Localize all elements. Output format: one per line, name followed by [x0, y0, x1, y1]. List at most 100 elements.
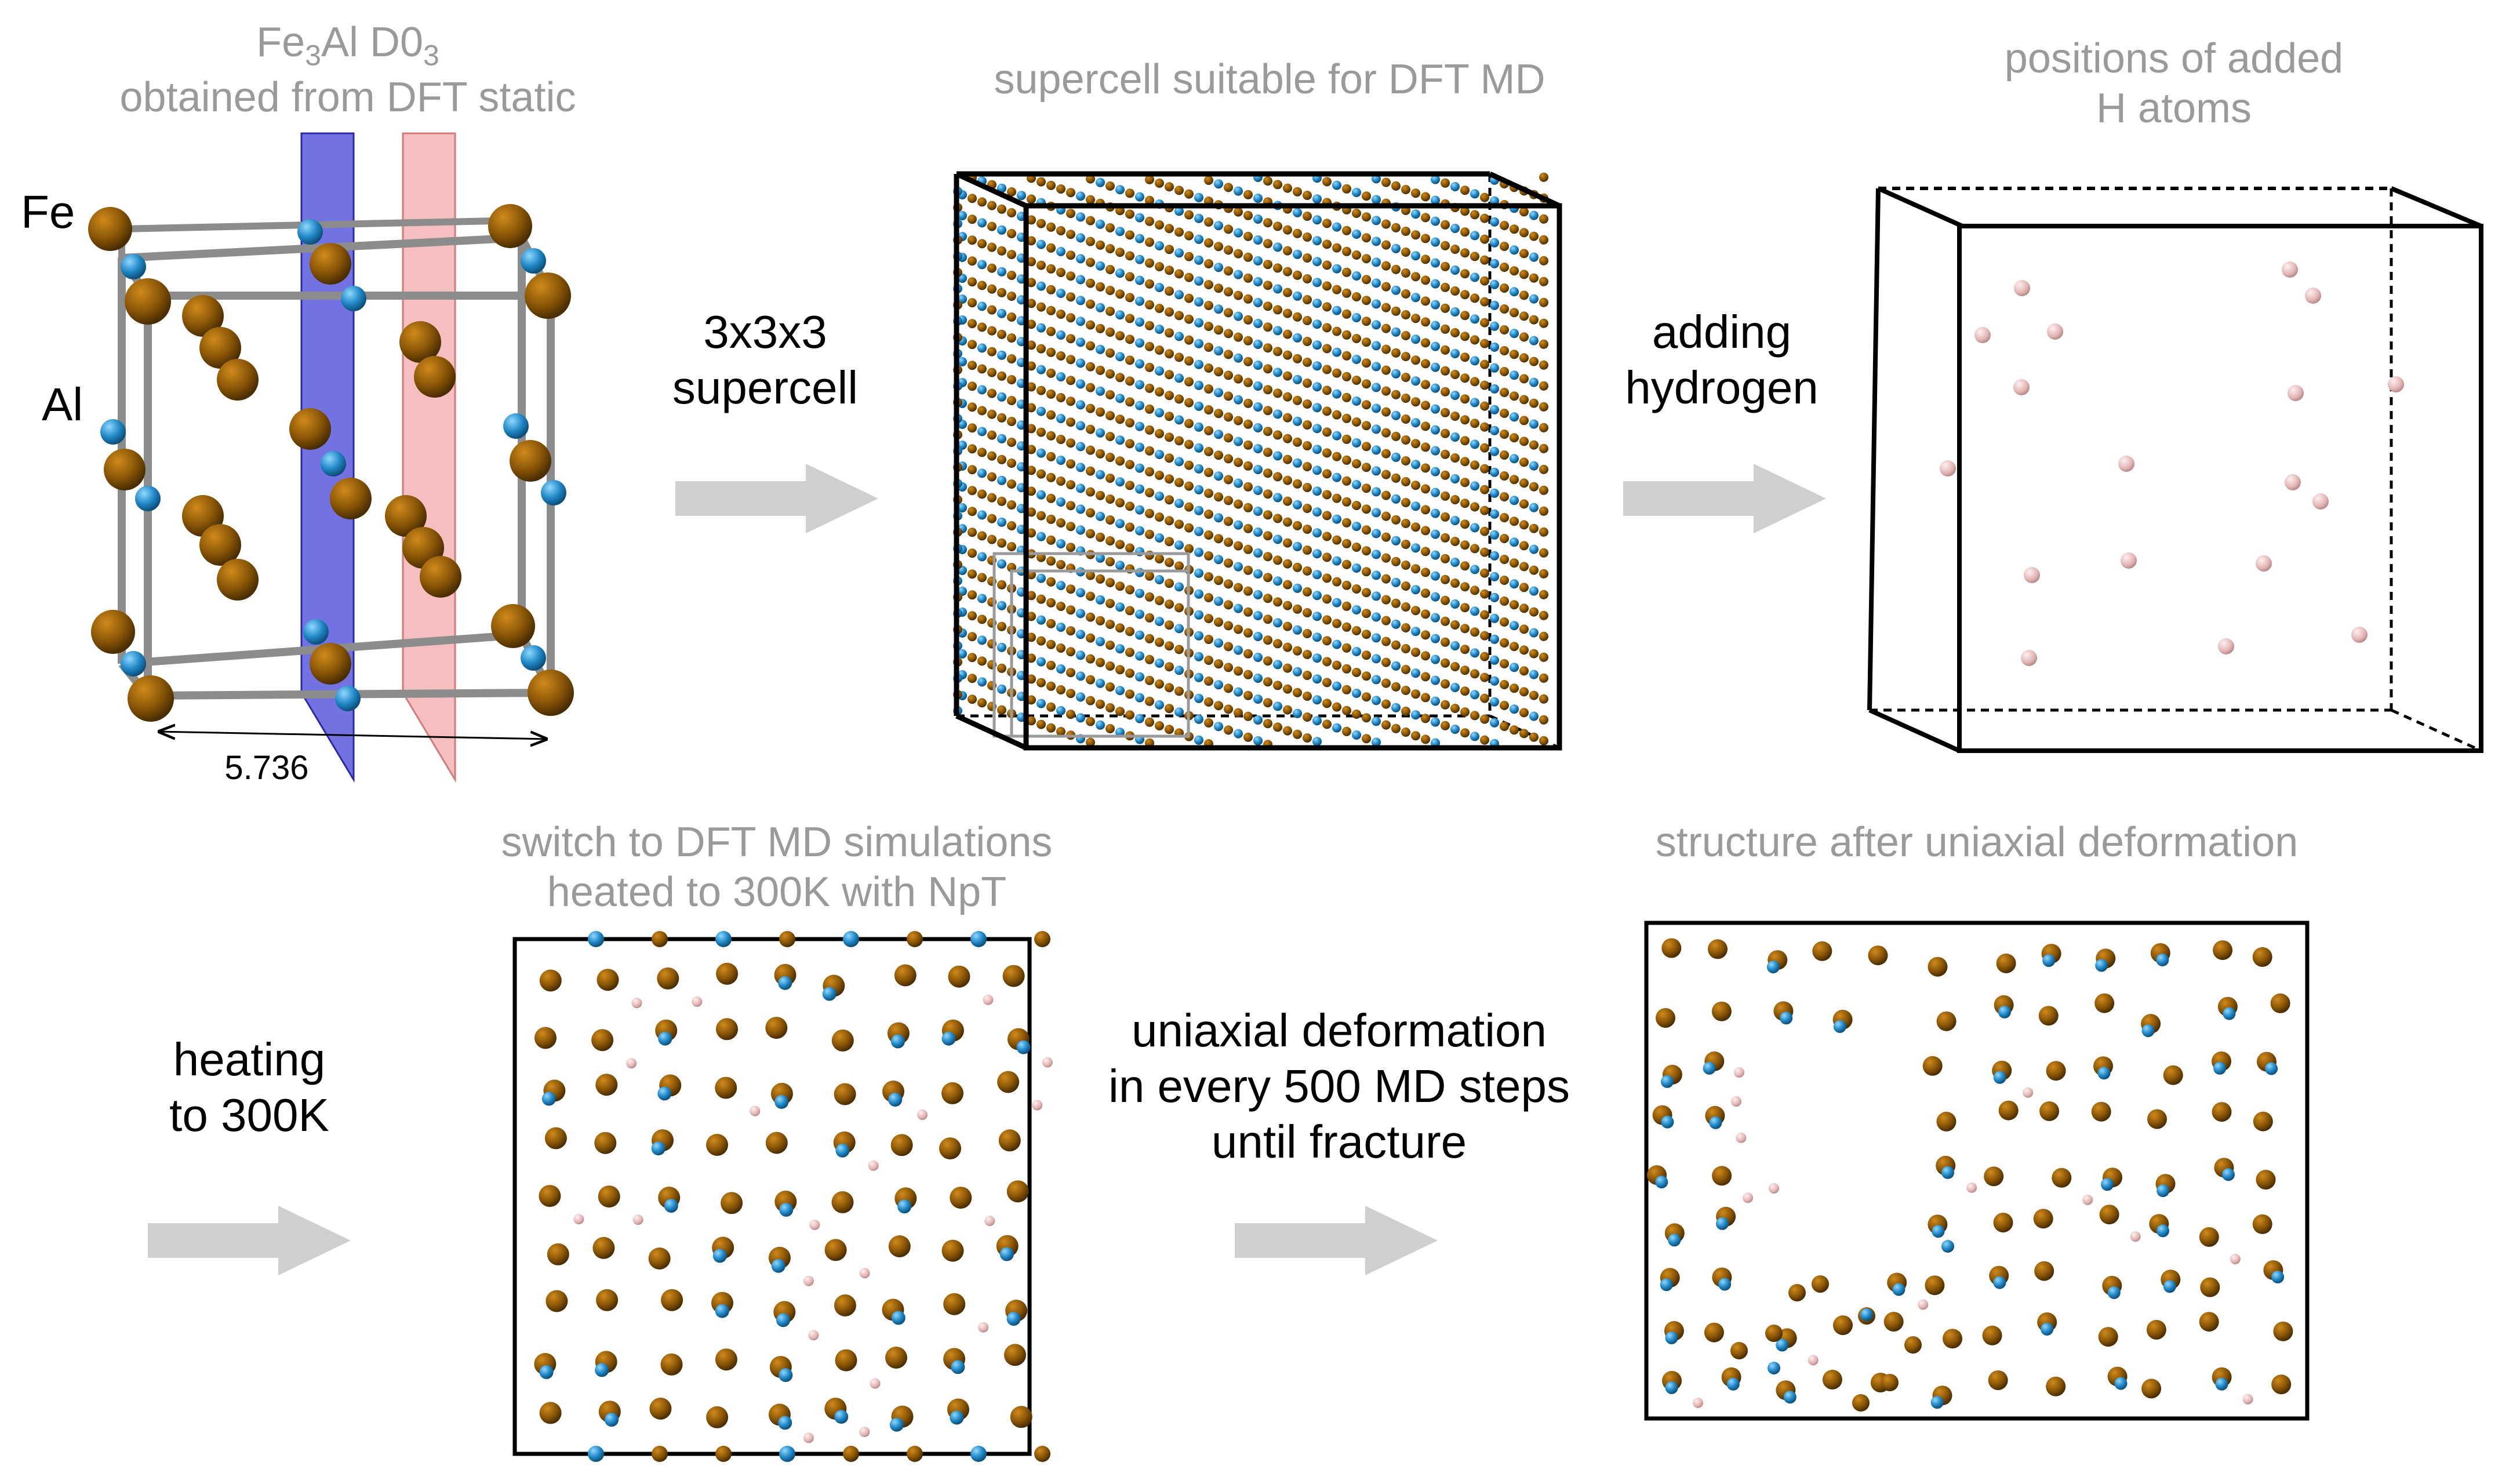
fe-atom — [385, 495, 427, 537]
al-atom — [1703, 1061, 1716, 1075]
fe-atom — [1125, 501, 1134, 511]
al-atom — [1194, 422, 1203, 432]
fe-atom — [1332, 452, 1341, 461]
fe-atom — [1037, 552, 1046, 562]
al-atom — [1372, 341, 1381, 351]
fe-atom — [1539, 277, 1548, 286]
al-atom — [1174, 540, 1184, 550]
al-atom — [1135, 651, 1144, 661]
fe-atom — [1450, 286, 1460, 296]
al-atom — [1332, 556, 1341, 566]
al-atom — [1529, 336, 1539, 345]
h-atom — [917, 1110, 928, 1120]
fe-atom — [1303, 274, 1312, 283]
fe-atom — [1056, 351, 1065, 361]
fe-atom — [1145, 321, 1154, 330]
h-atom — [2256, 555, 2272, 572]
al-atom — [1253, 256, 1263, 265]
fe-atom — [2212, 1102, 2232, 1122]
fe-atom — [1204, 676, 1213, 686]
fe-atom — [1046, 180, 1056, 190]
fe-atom — [1303, 232, 1312, 242]
fe-atom — [1165, 307, 1174, 317]
fe-atom — [1046, 264, 1056, 274]
al-atom — [1234, 228, 1243, 238]
edge-atom — [588, 931, 604, 947]
fe-atom — [1303, 692, 1312, 701]
dimension-line — [158, 732, 548, 739]
al-atom — [1312, 695, 1322, 705]
fe-atom — [1006, 1180, 1029, 1203]
fe-atom — [997, 621, 1006, 631]
fe-atom — [1460, 352, 1470, 362]
al-atom — [1529, 377, 1539, 387]
fe-atom — [1362, 337, 1371, 347]
fe-atom — [1362, 546, 1371, 556]
fe-atom — [1362, 588, 1371, 598]
fe-atom — [1234, 708, 1243, 718]
al-atom — [1352, 730, 1361, 740]
fe-atom — [1234, 583, 1243, 592]
fe-atom — [1125, 710, 1134, 720]
fe-atom — [1332, 577, 1341, 587]
fe-atom — [1539, 590, 1548, 599]
al-atom — [1352, 605, 1361, 614]
fe-atom — [1165, 620, 1174, 630]
al-atom — [1135, 714, 1144, 723]
fe-atom — [1470, 293, 1479, 303]
al-atom — [1431, 717, 1440, 727]
fe-atom — [1922, 1056, 1943, 1076]
fe-atom — [1322, 448, 1332, 458]
h-atom — [2218, 638, 2234, 654]
fe-atom — [1519, 290, 1529, 300]
al-atom — [997, 642, 1006, 652]
fe-atom — [1401, 373, 1410, 382]
fe-atom — [1204, 217, 1213, 227]
fe-atom — [1027, 257, 1036, 267]
h-atom — [2021, 650, 2037, 666]
fe-atom — [1066, 250, 1075, 260]
fe-atom — [1480, 443, 1489, 453]
fe-atom — [1096, 365, 1105, 375]
fe-atom — [1283, 246, 1292, 256]
al-atom — [715, 1304, 729, 1318]
fe-atom — [987, 493, 997, 503]
al-atom — [2107, 1286, 2121, 1299]
al-atom — [1372, 362, 1381, 372]
fe-atom — [1401, 707, 1410, 716]
fe-atom — [1322, 177, 1332, 187]
al-atom — [1155, 241, 1164, 250]
fe-atom — [1362, 254, 1371, 264]
fe-atom — [1529, 690, 1539, 700]
fe-atom — [1421, 547, 1430, 556]
al-atom — [1372, 612, 1381, 622]
al-atom — [1510, 454, 1519, 464]
fe-atom — [1460, 582, 1470, 592]
fe-atom — [1529, 273, 1539, 283]
fe-atom — [1184, 231, 1194, 241]
al-atom — [1115, 728, 1125, 737]
fe-atom — [1066, 334, 1075, 344]
al-atom — [1450, 641, 1460, 650]
fe-atom — [1401, 227, 1410, 236]
fe-atom — [1441, 282, 1450, 292]
fe-atom — [997, 580, 1006, 590]
fe-atom — [1214, 492, 1223, 502]
fe-atom — [1539, 715, 1548, 725]
fe-atom — [1234, 249, 1243, 259]
fe-atom — [1510, 391, 1519, 401]
fe-atom — [1066, 543, 1075, 552]
fe-atom — [1145, 195, 1154, 205]
al-atom — [1352, 563, 1361, 573]
al-atom — [1194, 276, 1203, 286]
fe-atom — [1362, 275, 1371, 285]
al-atom — [297, 219, 323, 245]
fe-atom — [1204, 656, 1213, 665]
fe-atom — [1322, 594, 1332, 604]
fe-atom — [1145, 425, 1154, 435]
fe-atom — [1125, 397, 1134, 407]
fe-atom — [1204, 384, 1213, 394]
fe-atom — [831, 1029, 854, 1052]
fe-atom — [1234, 457, 1243, 467]
fe-atom — [1303, 483, 1312, 492]
